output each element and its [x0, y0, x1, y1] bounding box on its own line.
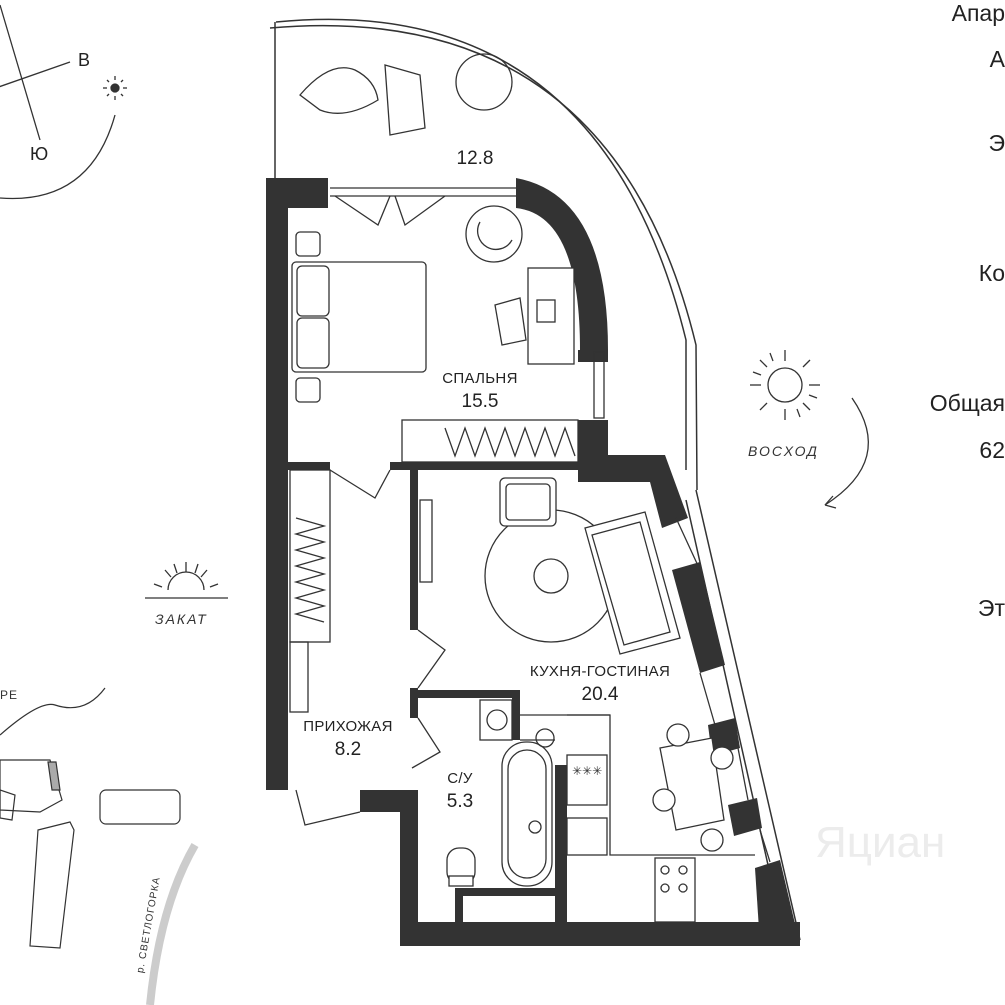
hallway-name: ПРИХОЖАЯ: [303, 718, 393, 735]
toilet-icon: [446, 847, 476, 887]
desk: [494, 267, 575, 365]
walls: [266, 178, 800, 946]
balcony-area: 12.8: [456, 148, 494, 169]
kitchen-chair: [499, 477, 557, 527]
sunrise-icon: [750, 350, 869, 509]
side-line-1: Апар: [951, 0, 1005, 26]
wardrobe-hangers: [293, 426, 576, 623]
interior-lines: [289, 187, 771, 923]
tv-stand: [419, 499, 433, 583]
kitchen-label: КУХНЯ-ГОСТИНАЯ 20.4: [515, 663, 685, 706]
compass-east-letter: В: [78, 50, 90, 70]
side-line-5: Общая: [929, 390, 1005, 416]
bed-icon: [291, 231, 427, 403]
bathroom-label: С/У 5.3: [430, 770, 490, 813]
bedroom-label: СПАЛЬНЯ 15.5: [420, 370, 540, 413]
side-line-2: А: [989, 46, 1005, 72]
dining-table: [652, 723, 734, 852]
sunrise-label: ВОСХОД: [748, 443, 819, 459]
river-line: [0, 687, 106, 736]
map-edge-label: РЕ: [0, 688, 19, 702]
side-line-3: Э: [988, 130, 1005, 156]
compass: [0, 4, 116, 200]
balcony: [269, 18, 698, 491]
bedroom-armchair: [465, 205, 523, 263]
svg-text:✳✳✳: ✳✳✳: [572, 764, 602, 778]
side-line-6: 62: [979, 437, 1005, 463]
side-line-4: Ко: [978, 260, 1005, 286]
sofa-icon: [584, 511, 681, 655]
hallway-label: ПРИХОЖАЯ 8.2: [292, 718, 404, 761]
bathtub-icon: [501, 741, 553, 887]
sunset-icon: [145, 562, 228, 599]
balcony-plant: [299, 53, 513, 136]
kitchen-area: 20.4: [581, 684, 619, 705]
sunset-label: ЗАКАТ: [155, 611, 208, 627]
sun-icon: [103, 76, 127, 100]
watermark: Яциан: [815, 818, 946, 867]
river-svetlogorka: [146, 842, 199, 1005]
sunrise-arrow: [824, 397, 869, 506]
bathroom-name: С/У: [447, 770, 473, 787]
site-map: [0, 687, 199, 1005]
kitchen-name: КУХНЯ-ГОСТИНАЯ: [529, 663, 671, 680]
compass-south-letter: Ю: [30, 144, 48, 164]
stove-icon: ✳✳✳: [572, 764, 688, 893]
side-line-7: Эт: [977, 595, 1005, 621]
bathroom-area: 5.3: [446, 791, 474, 812]
bedroom-name: СПАЛЬНЯ: [442, 370, 518, 387]
compass-arc: [0, 114, 116, 200]
bedroom-area: 15.5: [461, 391, 499, 412]
hallway-area: 8.2: [334, 739, 362, 760]
sink-icon: [486, 709, 555, 748]
